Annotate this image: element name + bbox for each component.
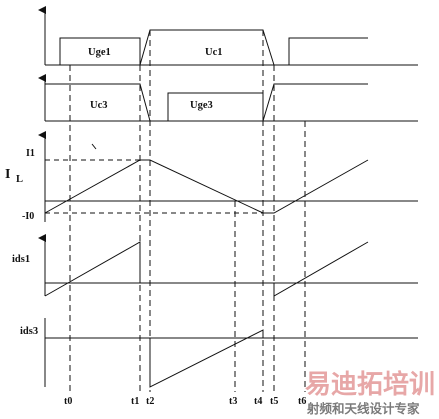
il-waveform	[44, 159, 369, 214]
il-sub-label: L	[16, 174, 23, 185]
t5-label: t5	[270, 396, 278, 407]
t3-label: t3	[229, 396, 237, 407]
panel-uc3-uge3: Uc3 Uge3	[38, 74, 418, 122]
panel-il: I L I1 -I0	[5, 131, 418, 222]
t1-label: t1	[131, 396, 139, 407]
t2-label: t2	[146, 396, 154, 407]
ids1-label: ids1	[12, 254, 30, 265]
ids3-waveform	[149, 329, 264, 388]
time-markers: t0 t1 t2 t3 t4 t5 t6	[64, 30, 306, 407]
ids3-label: ids3	[20, 326, 38, 337]
ids1-waveform-next	[273, 241, 369, 297]
watermark-main: 易迪拓培训	[305, 370, 435, 400]
uge3-waveform	[167, 92, 264, 121]
watermark-sub: 射频和天线设计专家	[306, 401, 420, 416]
panel-ids1: ids1	[12, 234, 418, 297]
uge3-label: Uge3	[190, 100, 213, 111]
uc3-label: Uc3	[90, 100, 108, 111]
uc3-waveform-next	[262, 83, 368, 122]
t4-label: t4	[254, 396, 262, 407]
watermark: 易迪拓培训 射频和天线设计专家	[305, 370, 435, 416]
t6-label: t6	[298, 396, 306, 407]
uge1-label: Uge1	[88, 47, 111, 58]
panel-uge1-uc1: Uge1 Uc1	[38, 6, 418, 66]
i0-label: -I0	[22, 211, 34, 222]
uc1-label: Uc1	[205, 47, 223, 58]
uc1-waveform	[139, 29, 275, 66]
t0-label: t0	[64, 396, 72, 407]
il-main-label: I	[5, 167, 10, 182]
uge1-waveform-next	[288, 37, 368, 65]
ids1-waveform	[44, 241, 141, 297]
tick-mark	[91, 143, 97, 150]
uge1-waveform	[45, 37, 141, 66]
i1-label: I1	[26, 148, 35, 159]
uc3-waveform	[45, 83, 151, 122]
